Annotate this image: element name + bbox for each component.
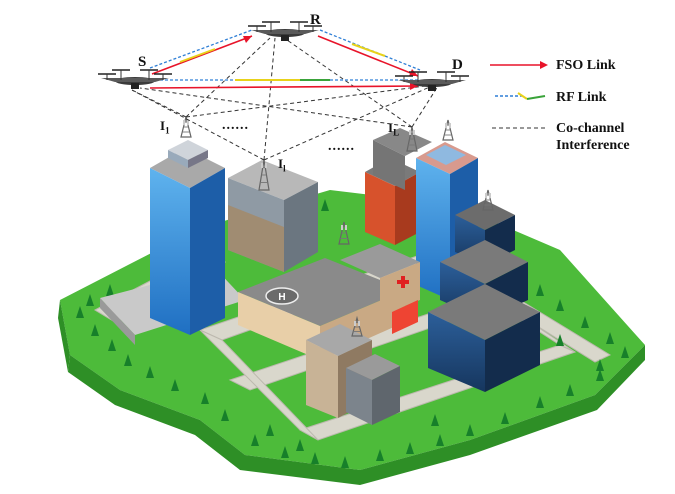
- cell-tower-icon: [180, 116, 192, 138]
- front-apartment-building: [306, 324, 400, 425]
- stepped-skyscraper: [428, 200, 540, 392]
- hospital-building: H: [238, 244, 420, 360]
- tree-icon: [86, 294, 94, 306]
- tree-icon: [76, 306, 84, 318]
- cell-tower-icon: [258, 159, 270, 191]
- source-drone-icon: [98, 69, 172, 89]
- legend-fso-swatch: [490, 61, 548, 69]
- relay-drone-icon: [248, 21, 322, 41]
- cell-tower-icon: [442, 119, 454, 141]
- legend-rf-label: RF Link: [556, 90, 607, 105]
- tree-icon: [91, 324, 99, 336]
- legend-cci-label-line2: Interference: [556, 138, 630, 153]
- tree-icon: [536, 284, 544, 296]
- tree-icon: [436, 434, 444, 446]
- fso-links: [149, 35, 419, 89]
- tree-icon: [566, 384, 574, 396]
- tree-icon: [311, 452, 319, 464]
- tree-icon: [621, 346, 629, 358]
- tree-icon: [556, 299, 564, 311]
- tree-icon: [606, 332, 614, 344]
- cell-towers: [180, 116, 494, 337]
- cell-tower-icon: [406, 126, 418, 152]
- cell-tower-icon: [351, 315, 363, 337]
- tree-icon: [466, 424, 474, 436]
- rf-links: [149, 29, 421, 81]
- tree-icon: [106, 284, 114, 296]
- cell-tower-icon: [482, 189, 494, 211]
- tree-icon: [266, 424, 274, 436]
- tree-icon: [581, 316, 589, 328]
- svg-text:H: H: [278, 292, 285, 303]
- ellipsis-left: ......: [222, 118, 249, 133]
- destination-uav-label: D: [452, 57, 463, 73]
- tree-icon: [281, 446, 289, 458]
- uav-drones: [98, 21, 469, 91]
- tree-icon: [536, 396, 544, 408]
- tree-icon: [321, 199, 329, 211]
- interferer-1-label: I1: [160, 118, 170, 136]
- cell-tower-icon: [338, 221, 350, 245]
- red-brick-building: [365, 128, 432, 245]
- red-cross-icon: [397, 276, 409, 288]
- tree-icon: [596, 359, 604, 371]
- destination-drone-icon: [395, 71, 469, 91]
- tree-icon: [296, 439, 304, 451]
- legend-fso-label: FSO Link: [556, 58, 616, 73]
- tree-icon: [341, 456, 349, 468]
- helipad-h-icon: H: [265, 287, 299, 305]
- legend-rf-swatch: [495, 92, 546, 100]
- tree-icon: [124, 354, 132, 366]
- tree-icon: [221, 409, 229, 421]
- grey-office-building: [228, 160, 318, 272]
- interferer-l-label: Il: [278, 156, 286, 174]
- tree-icon: [251, 434, 259, 446]
- tree-icon: [201, 392, 209, 404]
- tree-icon: [376, 449, 384, 461]
- legend-cci-label-line1: Co-channel: [556, 121, 625, 136]
- tree-icon: [431, 414, 439, 426]
- tree-icon: [501, 412, 509, 424]
- source-uav-label: S: [138, 54, 147, 70]
- tree-icon: [556, 334, 564, 346]
- interferer-L-label: IL: [388, 120, 400, 138]
- glass-tower-left: [100, 140, 245, 345]
- relay-uav-label: R: [310, 12, 321, 28]
- tree-icon: [146, 366, 154, 378]
- ellipsis-right: ......: [328, 139, 355, 154]
- co-channel-interference-lines: [131, 37, 439, 161]
- tree-icon: [596, 369, 604, 381]
- fso-arrowheads: [243, 36, 418, 90]
- tree-icon: [171, 379, 179, 391]
- tree-icon: [406, 442, 414, 454]
- tree-icon: [108, 339, 116, 351]
